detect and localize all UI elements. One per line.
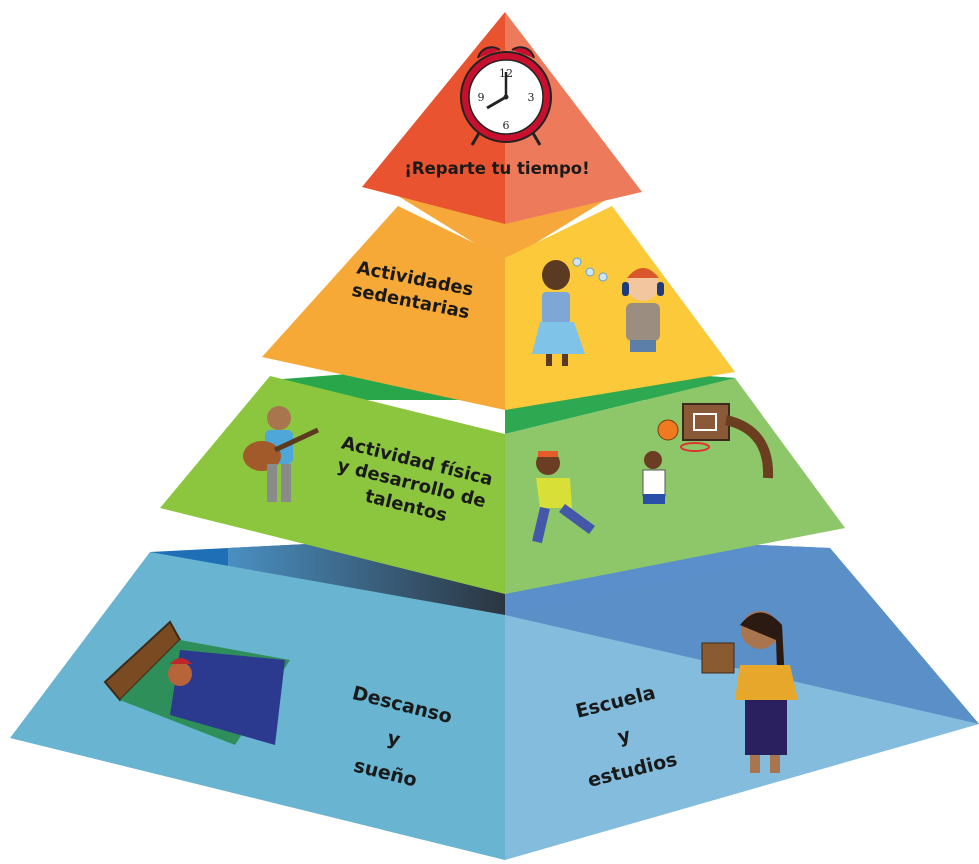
tier-blue-right-face	[505, 615, 979, 860]
school-label-line-2: y	[615, 724, 633, 748]
clock-number-9: 9	[478, 91, 485, 104]
clock-hour-hand	[486, 95, 507, 110]
clock-center	[503, 94, 509, 100]
reading-girl-illustration	[701, 611, 798, 773]
girl-daydreaming-illustration	[532, 257, 608, 366]
tier-top-left-face	[362, 12, 505, 224]
clock-number-3: 3	[528, 91, 535, 104]
clock-bell-left	[477, 46, 501, 59]
tier-top-right-face	[505, 12, 642, 224]
clock-bell-right	[511, 46, 535, 59]
basketball-player-illustration	[642, 403, 774, 504]
alarm-clock-icon: 12 3 6 9	[460, 46, 552, 146]
guitar-player-illustration	[243, 406, 320, 502]
rest-label-line-2: y	[385, 727, 403, 751]
top-label: ¡Reparte tu tiempo!	[404, 159, 589, 178]
sleeping-child-bed-illustration	[103, 620, 290, 745]
runner-illustration	[532, 451, 595, 544]
sedentary-label: Actividades sedentarias	[350, 257, 475, 323]
tier-top	[362, 12, 642, 224]
clock-number-6: 6	[503, 119, 510, 132]
boy-headphones-illustration	[622, 268, 664, 352]
tier-green-right-face	[505, 378, 845, 594]
tier-orange-left-face	[262, 206, 505, 410]
tier-green-left-face	[160, 376, 505, 594]
